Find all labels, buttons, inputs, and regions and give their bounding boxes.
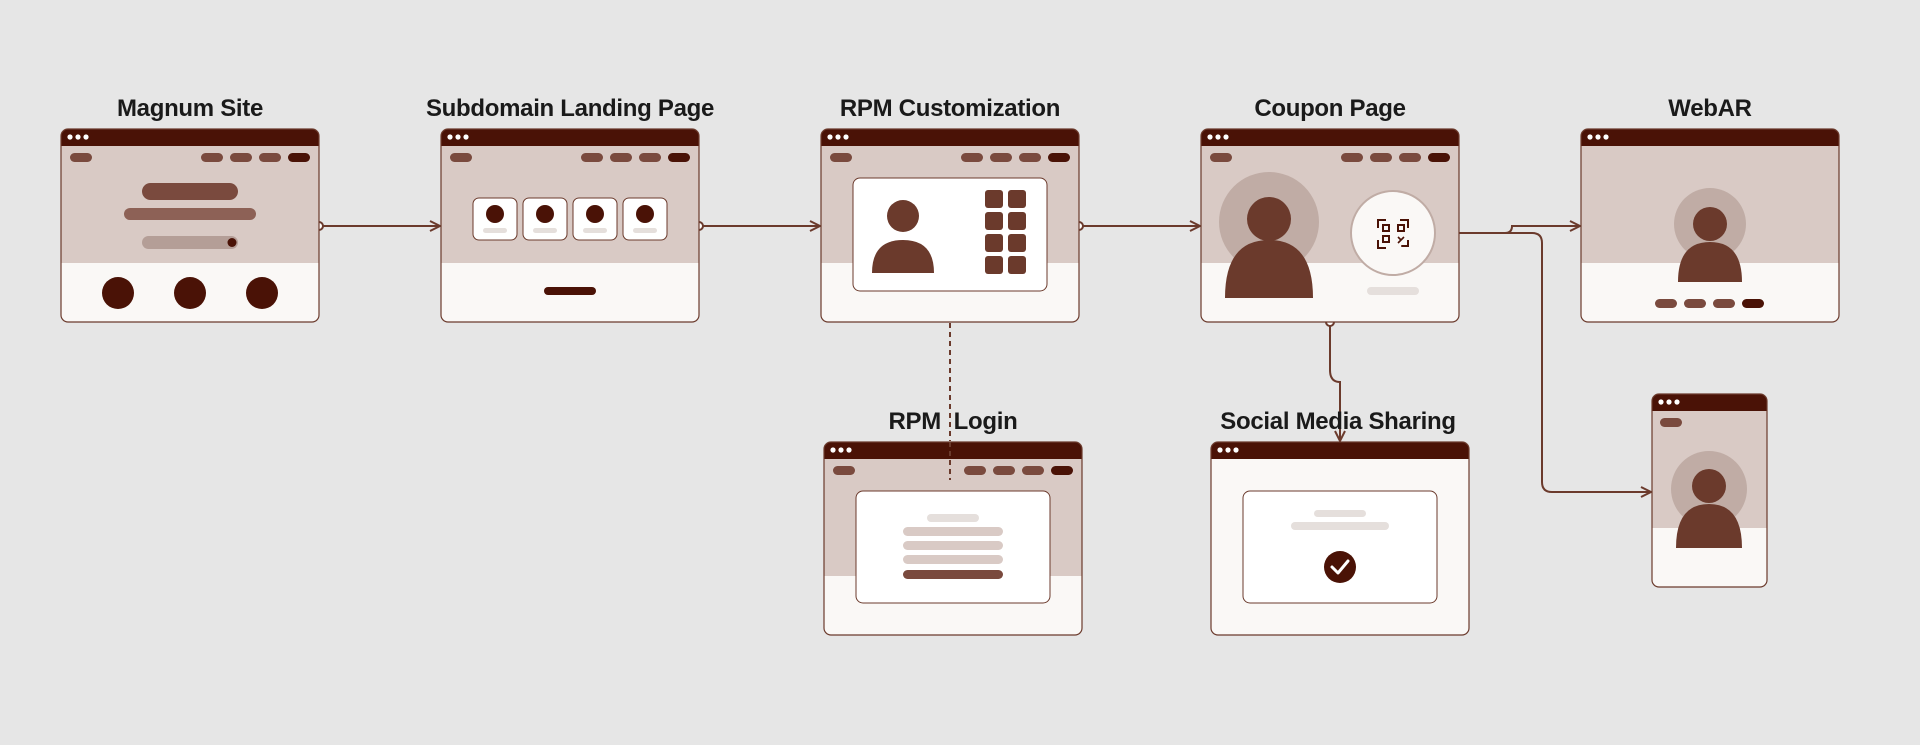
node-mobile-view [1651,393,1768,588]
nav-pills [1341,153,1450,162]
option-grid [985,190,1026,274]
node-subdomain-landing: Subdomain Landing Page [426,95,714,323]
connector-coupon-to-social [1329,322,1340,441]
node-coupon-page: Coupon Page [1200,95,1460,323]
nav-pills [961,153,1070,162]
login-submit-placeholder [903,570,1003,579]
nav-pills [964,466,1073,475]
hero-button-placeholder [142,236,238,249]
user-avatar-icon [1225,197,1313,298]
node-title: RPM Customization [840,95,1060,122]
feature-circles [102,277,278,309]
logo-pill [450,153,472,162]
window-dots [1658,399,1680,405]
ar-controls [1655,299,1764,308]
logo-pill [1210,153,1232,162]
nav-pills [581,153,690,162]
window-header-bar [824,442,1082,459]
node-title: WebAR [1668,95,1751,122]
profile-card [472,197,518,241]
logo-pill [833,466,855,475]
coupon-code-placeholder [1367,287,1419,295]
window-header-bar [441,129,699,146]
window-header-bar [1581,129,1839,146]
node-social-sharing: Social Media Sharing [1210,408,1470,636]
window-dots [1587,134,1609,140]
node-webar: WebAR [1580,95,1840,323]
node-magnum-site: Magnum Site [60,95,320,323]
profile-cards [472,197,668,241]
window-dots [830,447,852,453]
logo-pill [1660,418,1682,427]
qr-code-icon [1377,219,1409,249]
window-header-bar [1211,442,1469,459]
hero-heading-placeholder [142,183,238,200]
user-avatar-icon [1676,469,1742,548]
window-dots [827,134,849,140]
profile-card [522,197,568,241]
window-dots [67,134,89,140]
cta-button-placeholder [544,287,596,295]
node-rpm-login: RPM Login [823,408,1083,636]
window-header-bar [1652,394,1767,411]
share-heading-placeholder [1314,510,1366,517]
window-dots [1217,447,1239,453]
window-header-bar [821,129,1079,146]
qr-badge [1350,190,1436,276]
checkmark-icon [1324,551,1356,583]
nav-pills [201,153,310,162]
logo-pill [70,153,92,162]
profile-card [572,197,618,241]
login-form-fields [903,514,1003,579]
window-dots [1207,134,1229,140]
window-header-bar [61,129,319,146]
hero-text-placeholder [124,208,256,220]
node-title: Magnum Site [117,95,263,122]
node-title: Coupon Page [1254,95,1405,122]
profile-card [622,197,668,241]
connector-coupon-to-mobile [1436,232,1651,492]
node-title: Social Media Sharing [1220,408,1455,435]
user-avatar-icon [872,200,934,273]
node-rpm-customization: RPM Customization [820,95,1080,323]
node-title: RPM Login [889,408,1018,435]
hero-button-dot [227,238,237,247]
node-title: Subdomain Landing Page [426,95,714,122]
logo-pill [830,153,852,162]
window-header-bar [1201,129,1459,146]
share-confirm-panel [1242,490,1438,604]
user-avatar-icon [1678,207,1742,282]
share-text-placeholder [1291,522,1389,530]
window-dots [447,134,469,140]
